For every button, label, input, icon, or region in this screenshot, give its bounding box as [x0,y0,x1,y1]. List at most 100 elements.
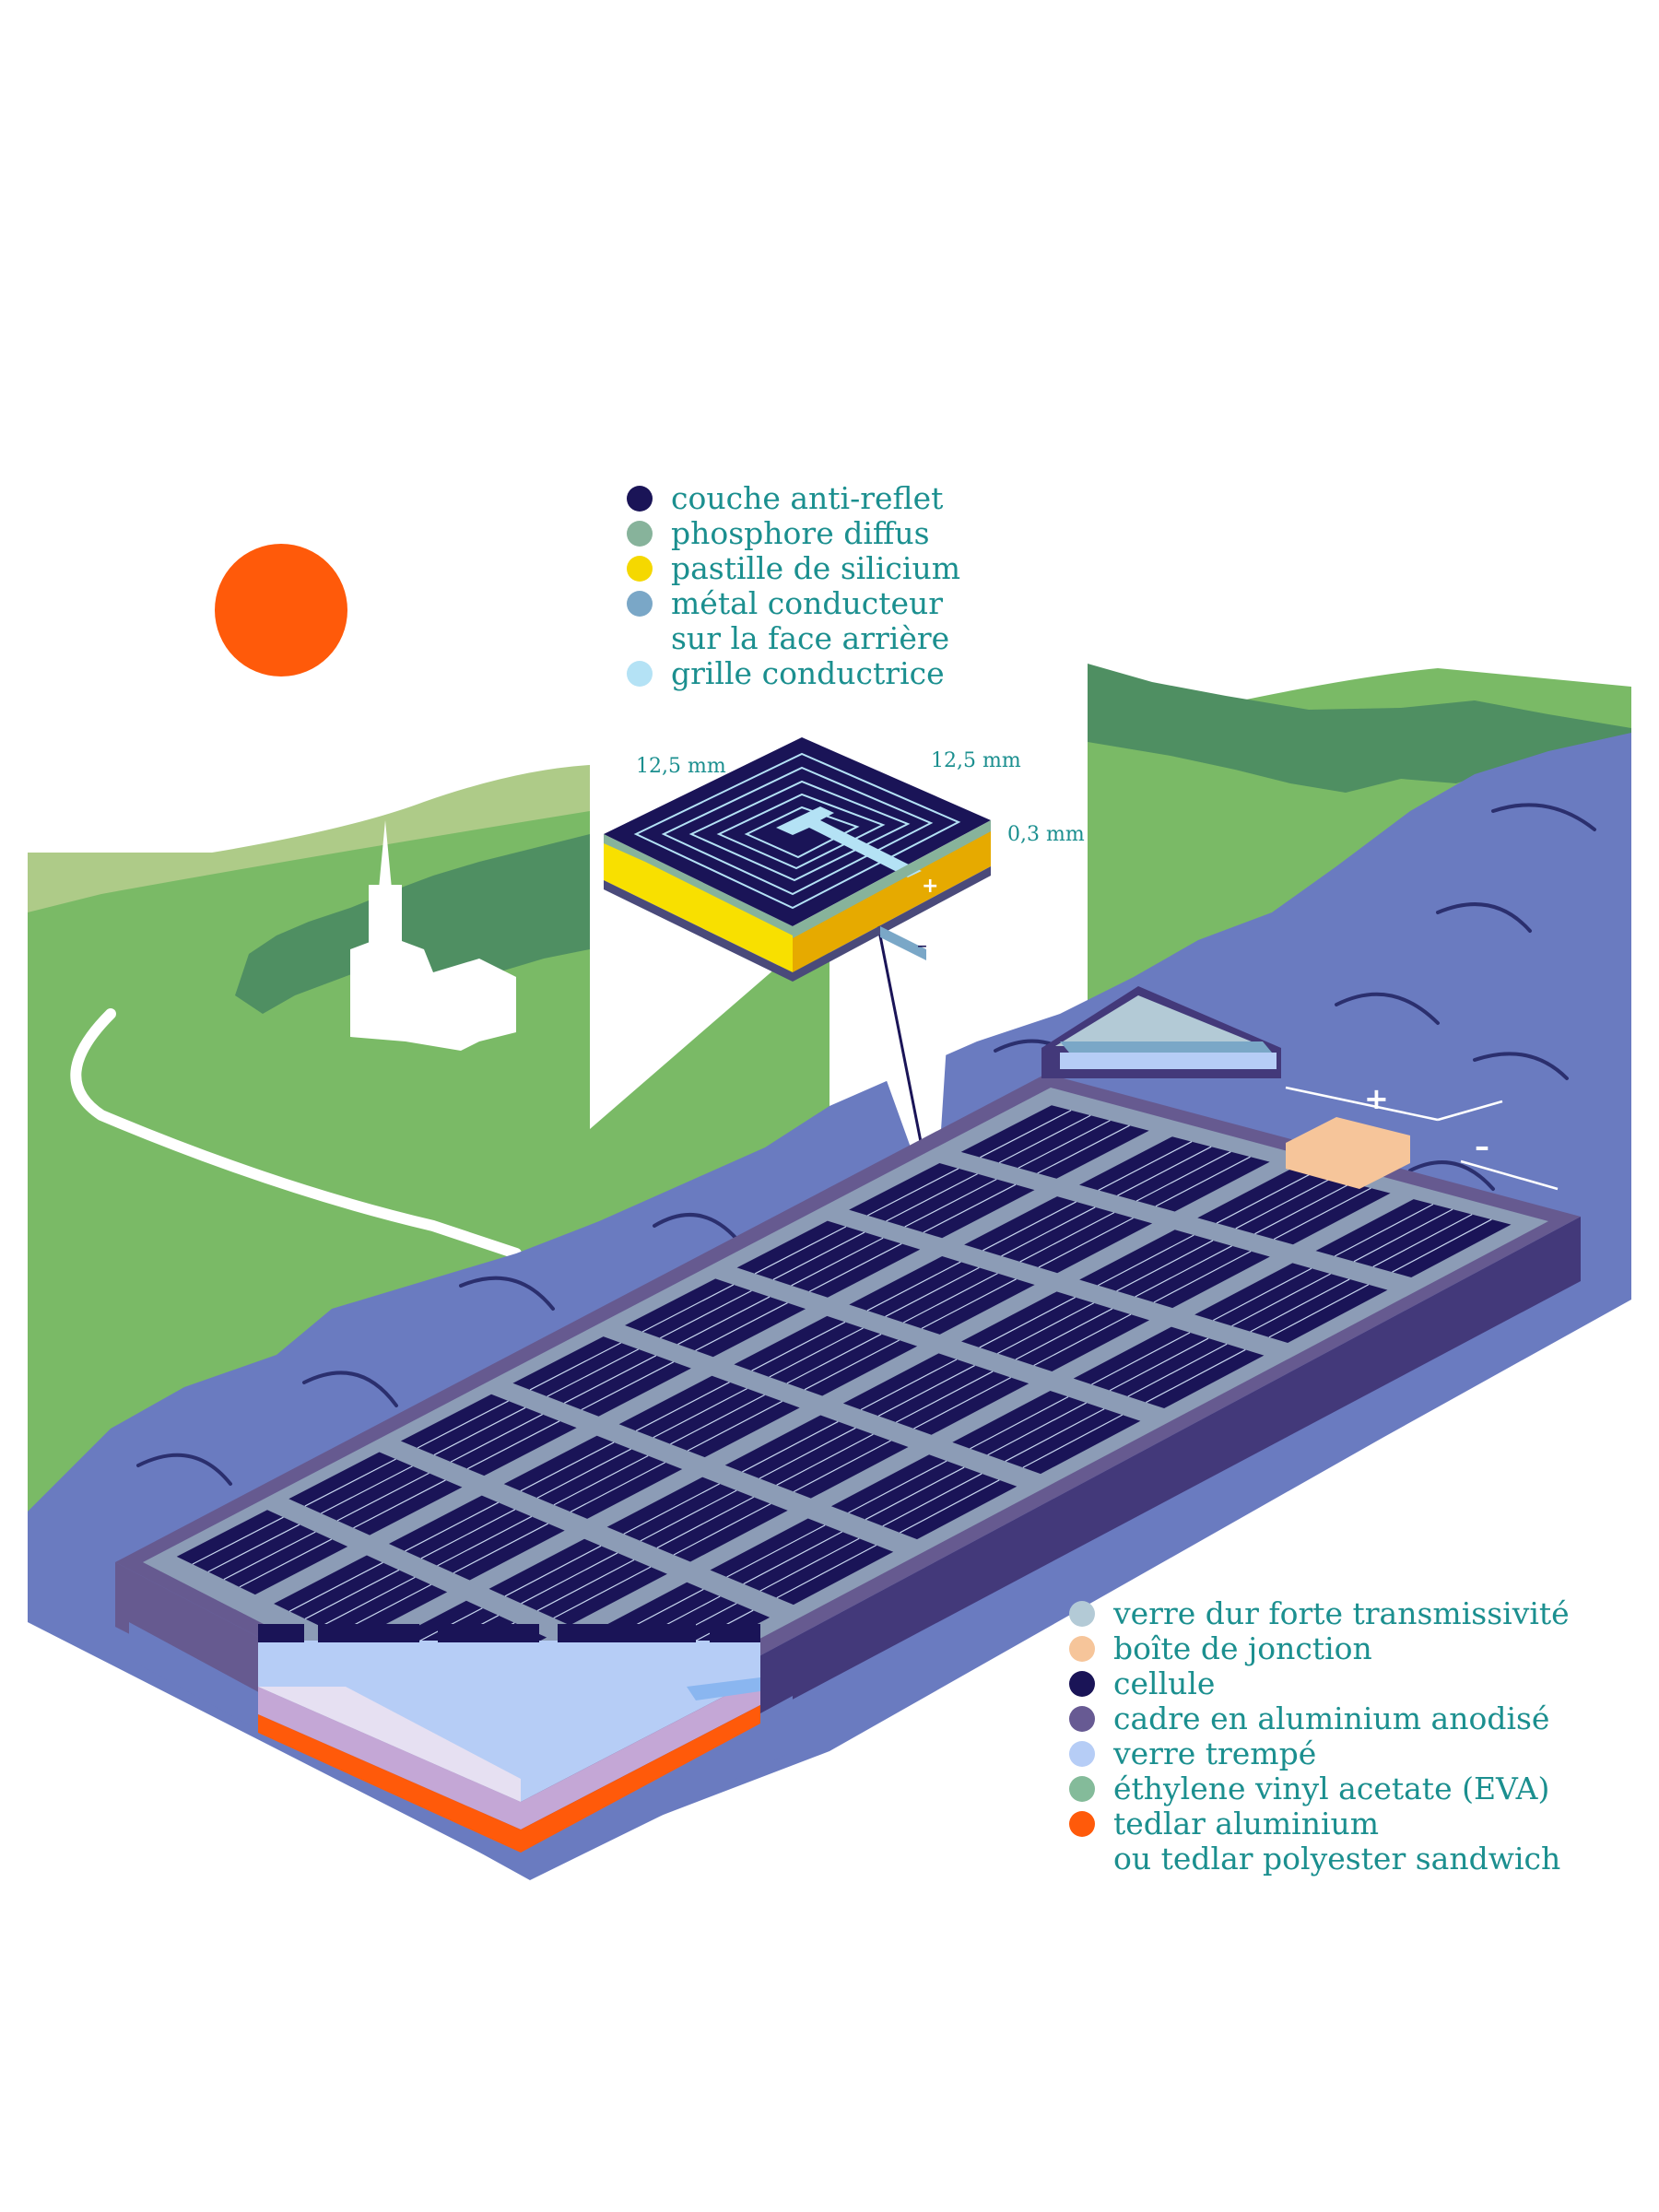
cell-plus-sign: + [922,875,938,898]
module-cell [1194,1263,1388,1344]
cell-finger-line [192,1516,284,1565]
module-cell [1197,1168,1391,1245]
cell-finger-line [751,1321,846,1371]
dot-icon [627,661,653,687]
module-cell [400,1394,577,1477]
module-cell [606,1477,788,1562]
legend-label: pastille de silicium [671,550,960,586]
cell-finger-line [759,1427,856,1479]
cell-finger-line [913,1377,1011,1430]
cell-right-face [793,825,991,972]
cell-finger-line [1273,1187,1371,1241]
cell-legend: couche anti-reflet phosphore diffus past… [627,481,960,691]
dot-icon [627,521,653,547]
cell-finger-line [997,1302,1095,1355]
cell-finger-line [1091,1332,1191,1385]
legend-label: verre dur forte transmissivité [1113,1595,1570,1631]
cell-finger-line [759,1537,860,1592]
cell-finger-line [304,1569,400,1619]
cell-finger-line [687,1400,782,1452]
legend-item-cadre: cadre en aluminium anodisé [1069,1701,1570,1736]
cell-finger-line [1372,1214,1473,1267]
cell-finger-line [288,1561,383,1612]
legend-item-cellule: cellule [1069,1666,1570,1701]
bottom-cutaway-glass [258,1641,760,1802]
cell-finger-line [1135,1151,1231,1202]
dot-icon [627,556,653,582]
cell-finger-line [1135,1245,1232,1298]
cell-finger-line [521,1552,618,1605]
junction-wires [1285,1086,1559,1191]
cell-finger-line [1231,1273,1331,1327]
cell-finger-line [1127,1343,1228,1397]
cell-finger-line [1268,1284,1370,1338]
cell-finger-line [553,1454,649,1506]
legend-label-line2: sur la face arrière [671,620,950,656]
cell-left-face [604,839,793,972]
cell-finger-line [640,1489,737,1542]
cell-finger-line [466,1420,560,1470]
cell-dim-thickness: 0,3 mm [1007,823,1085,846]
bottom-cutaway-shadow [129,1622,793,1880]
cell-finger-line [553,1566,652,1619]
cell-finger-line [896,1371,994,1423]
cell-finger-line [529,1342,621,1391]
solar-module: + – [115,986,1581,1880]
module-cell [710,1518,894,1606]
module-frame-right-side [530,1217,1581,1839]
dot-icon [627,486,653,512]
module-plus-sign: + [1364,1081,1389,1116]
cell-finger-line [536,1559,635,1612]
cell-finger-line [867,1168,959,1217]
cell-finger-line [882,1473,982,1527]
cell-finger-line [848,1460,947,1513]
legend-label: grille conductrice [671,655,945,691]
legend-label: cadre en aluminium anodisé [1113,1700,1550,1736]
module-cell [961,1291,1150,1371]
cell-finger-line [1015,1308,1113,1360]
module-cell [736,1220,921,1298]
module-cell [1078,1136,1270,1212]
module-cell [288,1452,463,1535]
module-cell [512,1336,691,1417]
module-minus-sign: – [1475,1129,1489,1164]
top-cutaway-bottom [1060,1053,1277,1069]
module-cell [618,1375,800,1458]
legend-item-boite: boîte de jonction [1069,1631,1570,1666]
bottom-cutaway-edge-right [687,1677,760,1700]
cell-bottom-strip [604,866,991,982]
cell-busbar [776,806,922,877]
legend-item-phosphore: phosphore diffus [627,516,960,551]
cell-back-metal [880,926,926,960]
module-cell [830,1454,1018,1540]
cell-grid-lines [633,752,961,910]
cell-finger-line [1216,1172,1313,1224]
cell-finger-line [877,1365,975,1417]
cell-finger-line [450,1414,543,1463]
module-cell [849,1162,1035,1239]
cell-minus-sign: – [917,935,927,958]
dot-icon [1069,1636,1095,1662]
module-legend: verre dur forte transmissivité boîte de … [1069,1596,1570,1877]
cell-finger-line [808,1242,902,1292]
cell-finger-line [726,1524,826,1578]
cell-finger-line [320,1576,416,1628]
dot-icon [1069,1671,1095,1697]
cell-finger-line [769,1327,864,1378]
top-cutaway-glass [1055,995,1263,1046]
junction-box [1286,1117,1410,1189]
bottom-cutaway-edge-light [258,1687,521,1802]
cell-finger-line [405,1501,500,1552]
cell-finger-line [1392,1218,1492,1273]
houses [350,935,516,1051]
dot-icon [1069,1741,1095,1767]
cell-finger-line [979,1297,1076,1348]
legend-label: cellule [1113,1665,1216,1701]
cell-finger-line [1116,1240,1214,1292]
legend-item-silicium: pastille de silicium [627,551,960,586]
legend-label: phosphore diffus [671,515,930,551]
legend-label: métal conducteur [671,585,944,621]
cell-finger-line [1335,1204,1434,1257]
cell-finger-line [635,1382,730,1431]
